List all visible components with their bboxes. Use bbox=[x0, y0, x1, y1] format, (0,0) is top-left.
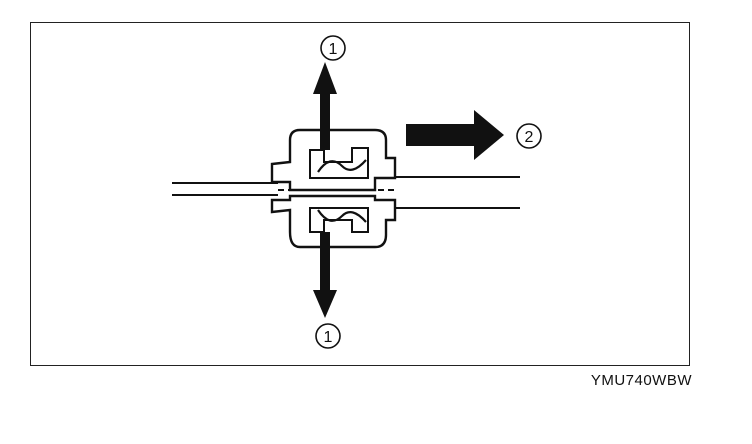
right-arrow-icon bbox=[406, 110, 504, 160]
figure-frame bbox=[30, 22, 690, 366]
callout-right: 2 bbox=[516, 123, 542, 149]
double-headed-vertical-arrow-icon bbox=[313, 62, 337, 318]
callout-top-label: 1 bbox=[329, 41, 338, 58]
cable-lines bbox=[172, 176, 520, 209]
figure-code: YMU740WBW bbox=[590, 372, 692, 389]
callout-right-label: 2 bbox=[525, 129, 534, 146]
callout-top: 1 bbox=[320, 35, 346, 61]
callout-bottom-label: 1 bbox=[324, 329, 333, 346]
connector-housing bbox=[270, 128, 397, 249]
latch-springs bbox=[317, 159, 367, 223]
callout-bottom: 1 bbox=[315, 323, 341, 349]
